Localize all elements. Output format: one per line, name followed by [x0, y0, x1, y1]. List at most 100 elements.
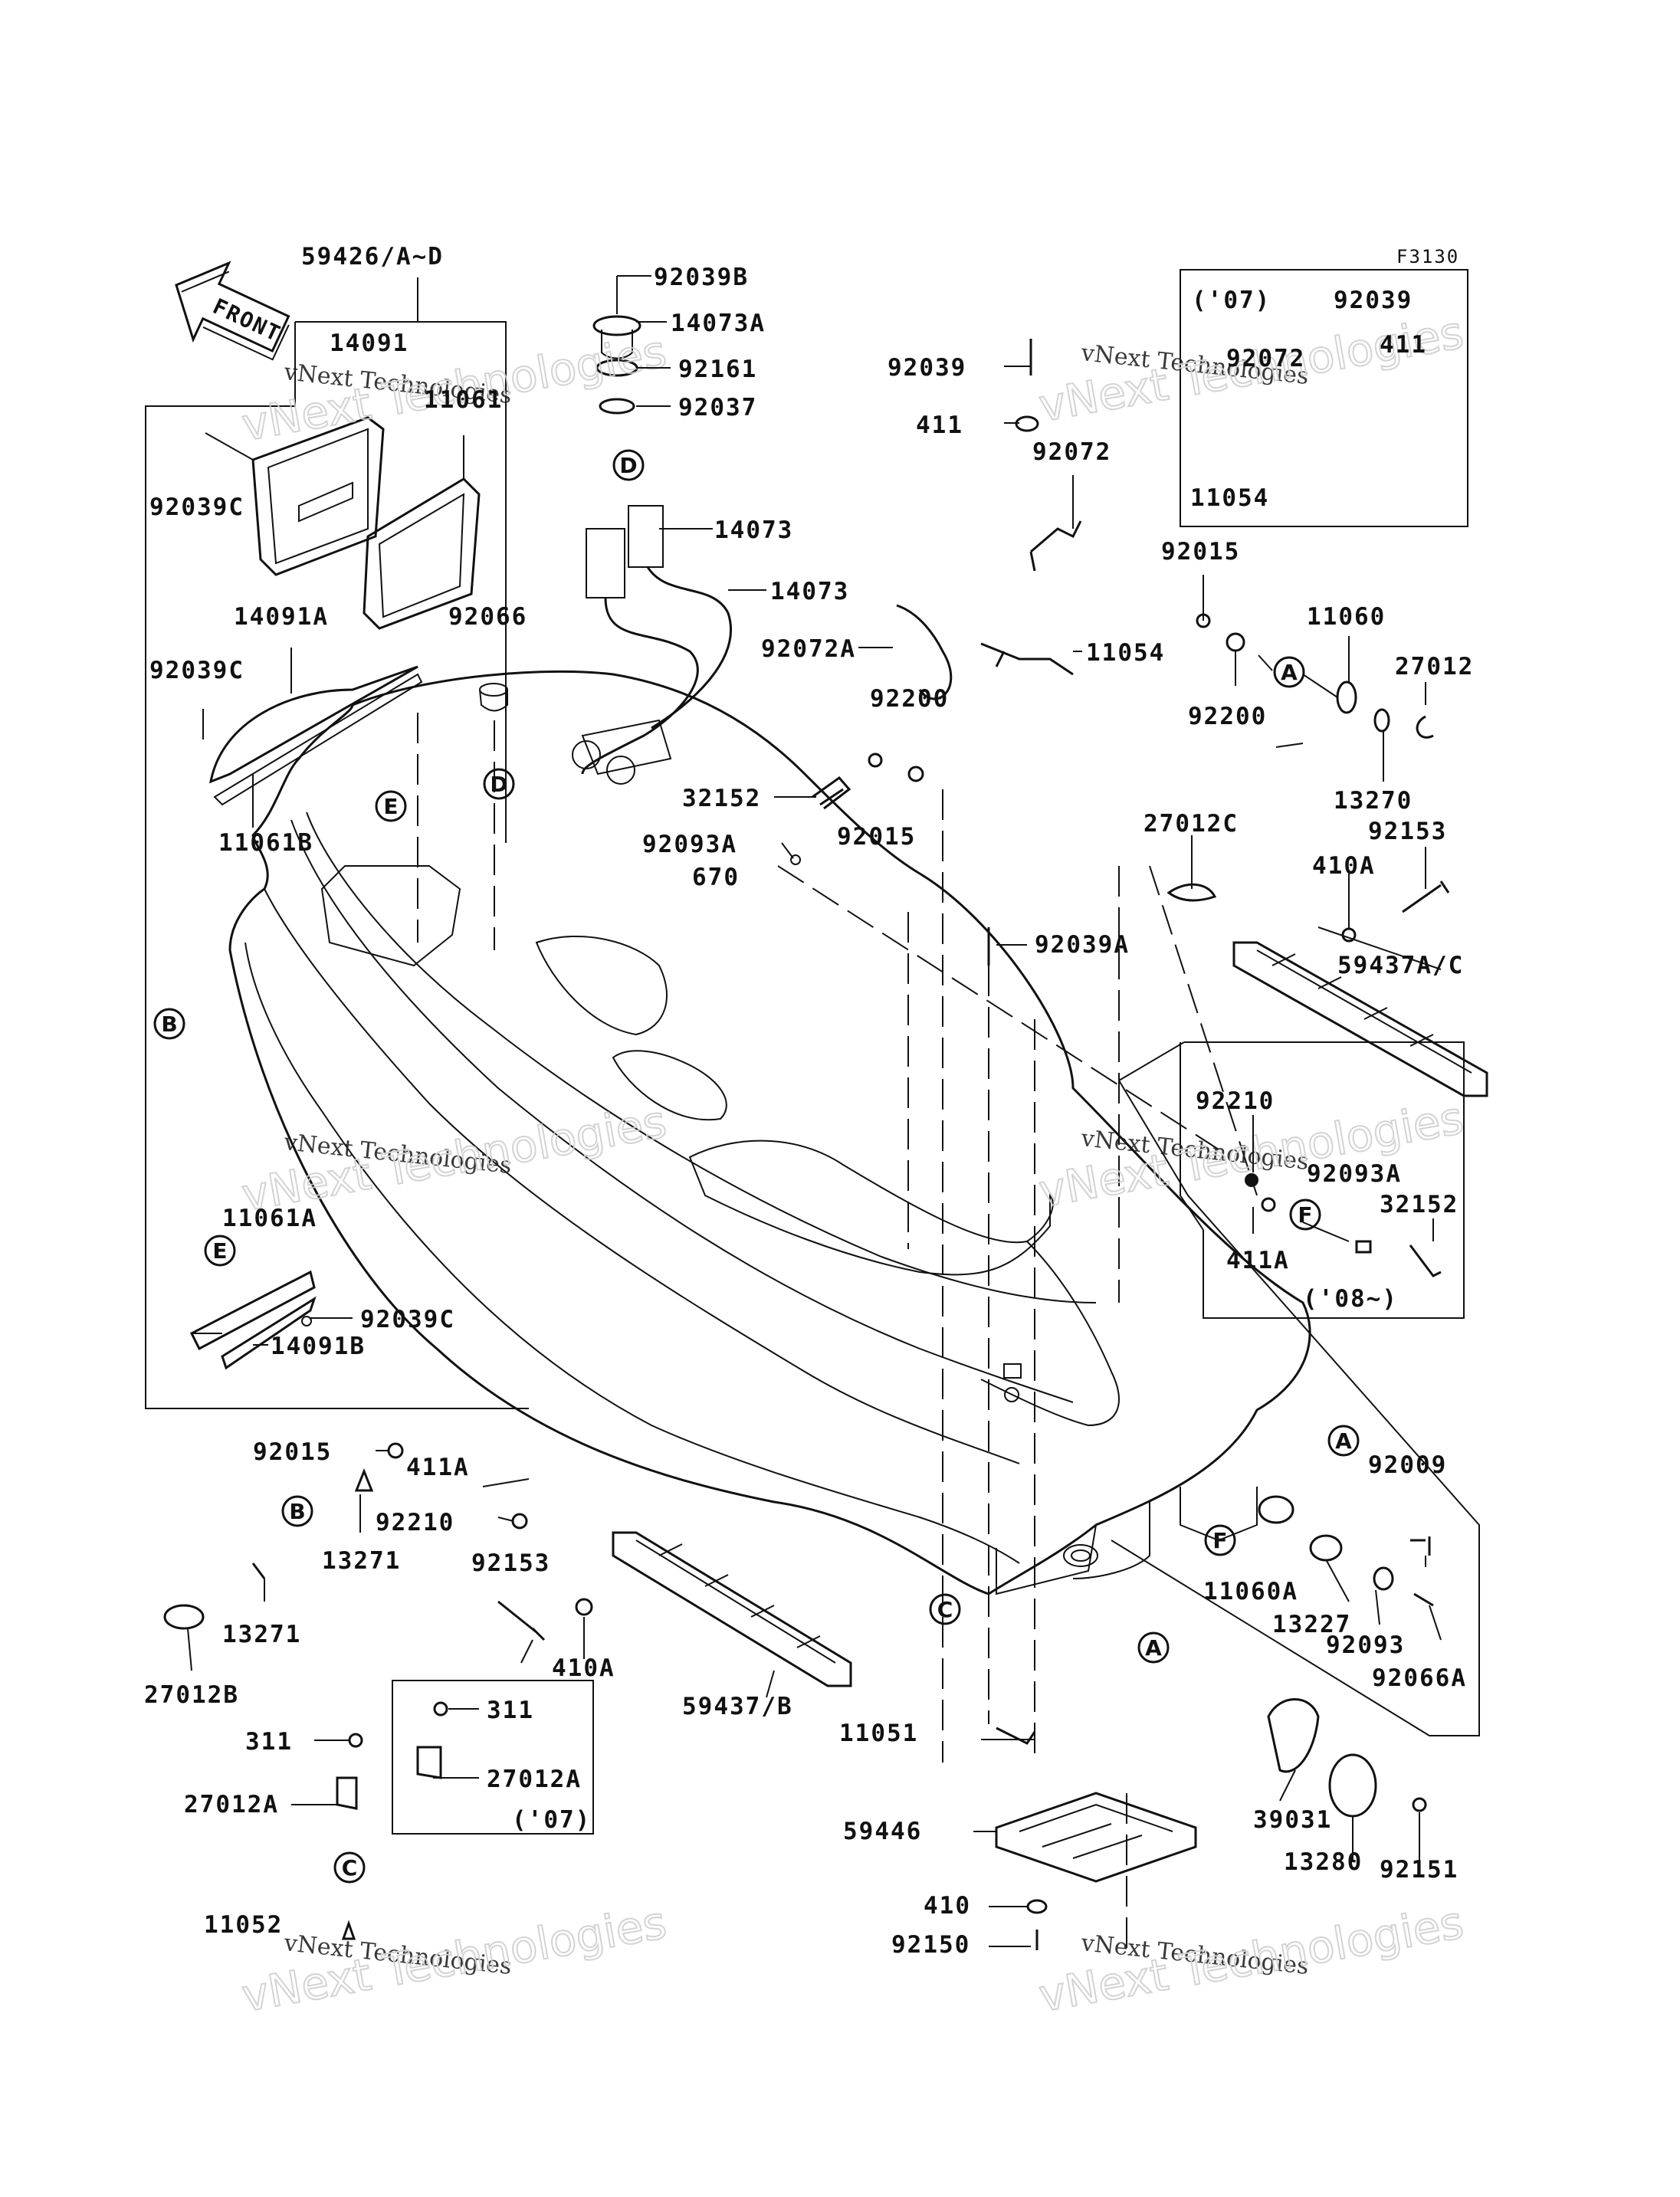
part-label: 27012B [144, 1681, 239, 1709]
part-label: 92210 [376, 1509, 454, 1536]
part-label: 14073 [714, 516, 793, 544]
part-label: 92039C [360, 1306, 455, 1333]
kit-box-59426 [145, 277, 529, 1409]
part-label: 14073A [671, 310, 766, 337]
callout-a: A [1281, 660, 1298, 685]
part-label: 13280 [1284, 1848, 1363, 1876]
callout-d: D [619, 453, 637, 478]
part-label: 27012C [1144, 810, 1239, 838]
part-label: 92066A [1372, 1664, 1467, 1692]
strake-59437ac-icon [1232, 941, 1488, 1097]
plug-92066-icon [479, 683, 508, 712]
part-label: 27012A [487, 1766, 582, 1793]
part-label: 411A [406, 1454, 470, 1481]
svg-text:vNext Technologies: vNext Technologies [1035, 1896, 1468, 2022]
part-label: 670 [692, 864, 740, 891]
callout-b: B [289, 1499, 305, 1524]
part-label: 92066 [448, 603, 527, 631]
part-label: 410 [924, 1892, 971, 1920]
part-label: 13227 [1272, 1611, 1351, 1638]
callout-f: F [1298, 1202, 1312, 1228]
part-label: 14091 [330, 330, 409, 357]
part-label: 411 [916, 412, 963, 439]
cover-13280-icon [1328, 1753, 1377, 1818]
grate-59446-icon [995, 1792, 1197, 1883]
part-label: 11060A [1203, 1578, 1298, 1605]
bracket-11054-icon [980, 642, 1074, 676]
band-92072a-icon [896, 604, 953, 700]
part-label: 13271 [222, 1621, 301, 1648]
leader-lines [187, 275, 1442, 1947]
part-label: 11054 [1190, 484, 1269, 512]
callout-e: E [212, 1238, 227, 1264]
box-07-bottom [392, 1680, 594, 1835]
part-label: 92039 [1334, 287, 1413, 314]
year-note: ('07) [1192, 287, 1271, 314]
part-label: 92153 [1368, 818, 1447, 845]
part-label: 92015 [253, 1438, 332, 1466]
cover-39031-icon [1267, 1698, 1320, 1773]
part-label: 13271 [322, 1547, 401, 1575]
year-note: ('07) [512, 1806, 591, 1834]
part-label: 311 [487, 1697, 534, 1724]
cover-13227-icon [1309, 1534, 1343, 1562]
diagram-code: F3130 [1396, 246, 1459, 267]
part-label: 92072 [1226, 345, 1305, 372]
callout-c: C [342, 1855, 358, 1881]
part-label: 92015 [837, 823, 916, 851]
part-label: 11061A [222, 1205, 317, 1232]
callout-c: C [937, 1597, 953, 1622]
part-label: 59426/A~D [301, 243, 444, 271]
front-arrow-icon: FRONT [175, 261, 290, 361]
watermark: vNext Technologies vNext Technologies vN… [238, 305, 1468, 2022]
fitting-32152-icon [812, 776, 851, 810]
cover-14091a-icon [209, 665, 418, 784]
part-label: 14091A [234, 603, 329, 631]
part-label: 410A [552, 1654, 615, 1682]
part-label: 411A [1226, 1247, 1290, 1274]
part-label: 92093A [1307, 1160, 1402, 1188]
part-label: 411 [1380, 331, 1427, 359]
year-note: ('08~) [1303, 1285, 1398, 1313]
part-label: 92037 [678, 394, 757, 421]
part-label: 92093A [642, 831, 737, 858]
part-label: 92072A [761, 635, 856, 663]
cover-14091-icon [251, 416, 385, 576]
part-label: 59437A/C [1337, 952, 1464, 979]
part-label: 11061 [424, 386, 503, 414]
nut-411-icon [1015, 415, 1039, 432]
part-label: 59437/B [682, 1693, 793, 1720]
part-label: 27012 [1395, 653, 1474, 680]
callout-f: F [1212, 1528, 1227, 1553]
part-label: 39031 [1253, 1806, 1332, 1834]
part-label: 92153 [471, 1549, 550, 1577]
part-label: 13270 [1334, 787, 1413, 815]
part-label: 92161 [678, 356, 757, 383]
part-label: 92039 [888, 354, 966, 382]
callout-markers: D D E E B B A A A C C F F [153, 449, 1360, 1884]
part-label: 311 [245, 1728, 293, 1756]
part-label: 11052 [204, 1911, 283, 1939]
part-label: 410A [1312, 852, 1376, 880]
callout-e: E [383, 794, 398, 819]
grommet-11060a-icon [1258, 1495, 1294, 1524]
part-label: 11054 [1086, 639, 1165, 667]
part-label: 92093 [1326, 1631, 1405, 1659]
part-label: 92039C [149, 494, 244, 521]
callout-a: A [1335, 1428, 1352, 1454]
duct-14073-icon [572, 505, 732, 785]
callout-b: B [161, 1012, 177, 1037]
part-label: 92210 [1196, 1087, 1275, 1115]
part-label: 92009 [1368, 1451, 1447, 1479]
part-label: 27012A [184, 1791, 279, 1818]
clip-11060-icon [1336, 680, 1357, 714]
svg-text:vNext Technologies: vNext Technologies [238, 1095, 671, 1221]
part-label: 11051 [839, 1720, 918, 1747]
part-label: 14073 [770, 578, 849, 605]
part-label: 32152 [682, 785, 761, 812]
callout-d: D [490, 772, 507, 797]
strake-59437b-icon [612, 1531, 852, 1687]
part-label: 92200 [1188, 703, 1267, 730]
part-label: 14091B [271, 1333, 366, 1360]
